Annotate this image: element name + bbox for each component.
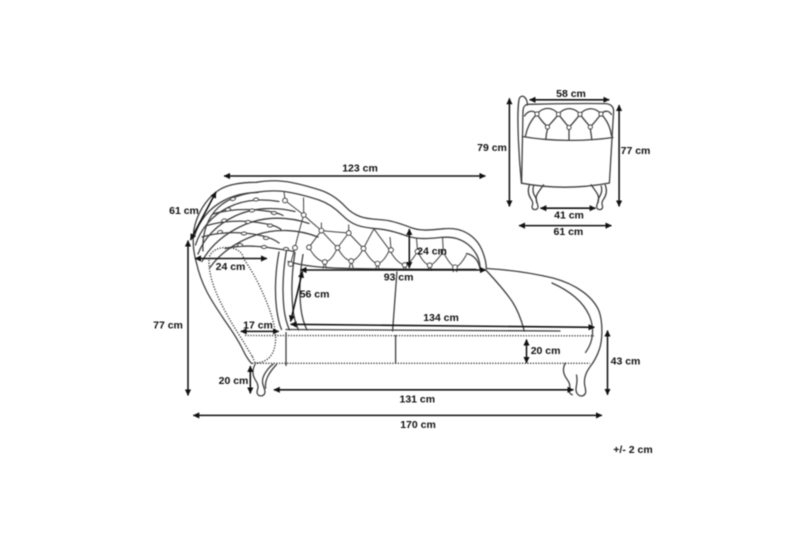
svg-text:79 cm: 79 cm <box>477 142 507 154</box>
svg-text:61 cm: 61 cm <box>554 226 584 238</box>
svg-text:134 cm: 134 cm <box>423 312 459 324</box>
svg-text:77 cm: 77 cm <box>621 145 651 157</box>
svg-text:+/- 2 cm: +/- 2 cm <box>613 444 652 456</box>
svg-text:56 cm: 56 cm <box>300 289 330 301</box>
svg-text:61 cm: 61 cm <box>169 205 199 217</box>
svg-text:170 cm: 170 cm <box>400 419 436 431</box>
svg-text:41 cm: 41 cm <box>554 210 584 222</box>
svg-text:77 cm: 77 cm <box>153 320 183 332</box>
svg-text:43 cm: 43 cm <box>611 356 641 368</box>
svg-text:20 cm: 20 cm <box>219 375 249 387</box>
svg-text:24 cm: 24 cm <box>216 261 246 273</box>
svg-text:58 cm: 58 cm <box>556 88 586 100</box>
svg-text:24 cm: 24 cm <box>417 246 447 258</box>
svg-text:93 cm: 93 cm <box>384 272 414 284</box>
svg-text:17 cm: 17 cm <box>243 320 273 332</box>
svg-text:20 cm: 20 cm <box>531 345 561 357</box>
svg-text:123 cm: 123 cm <box>342 163 378 175</box>
svg-text:131 cm: 131 cm <box>399 394 435 406</box>
